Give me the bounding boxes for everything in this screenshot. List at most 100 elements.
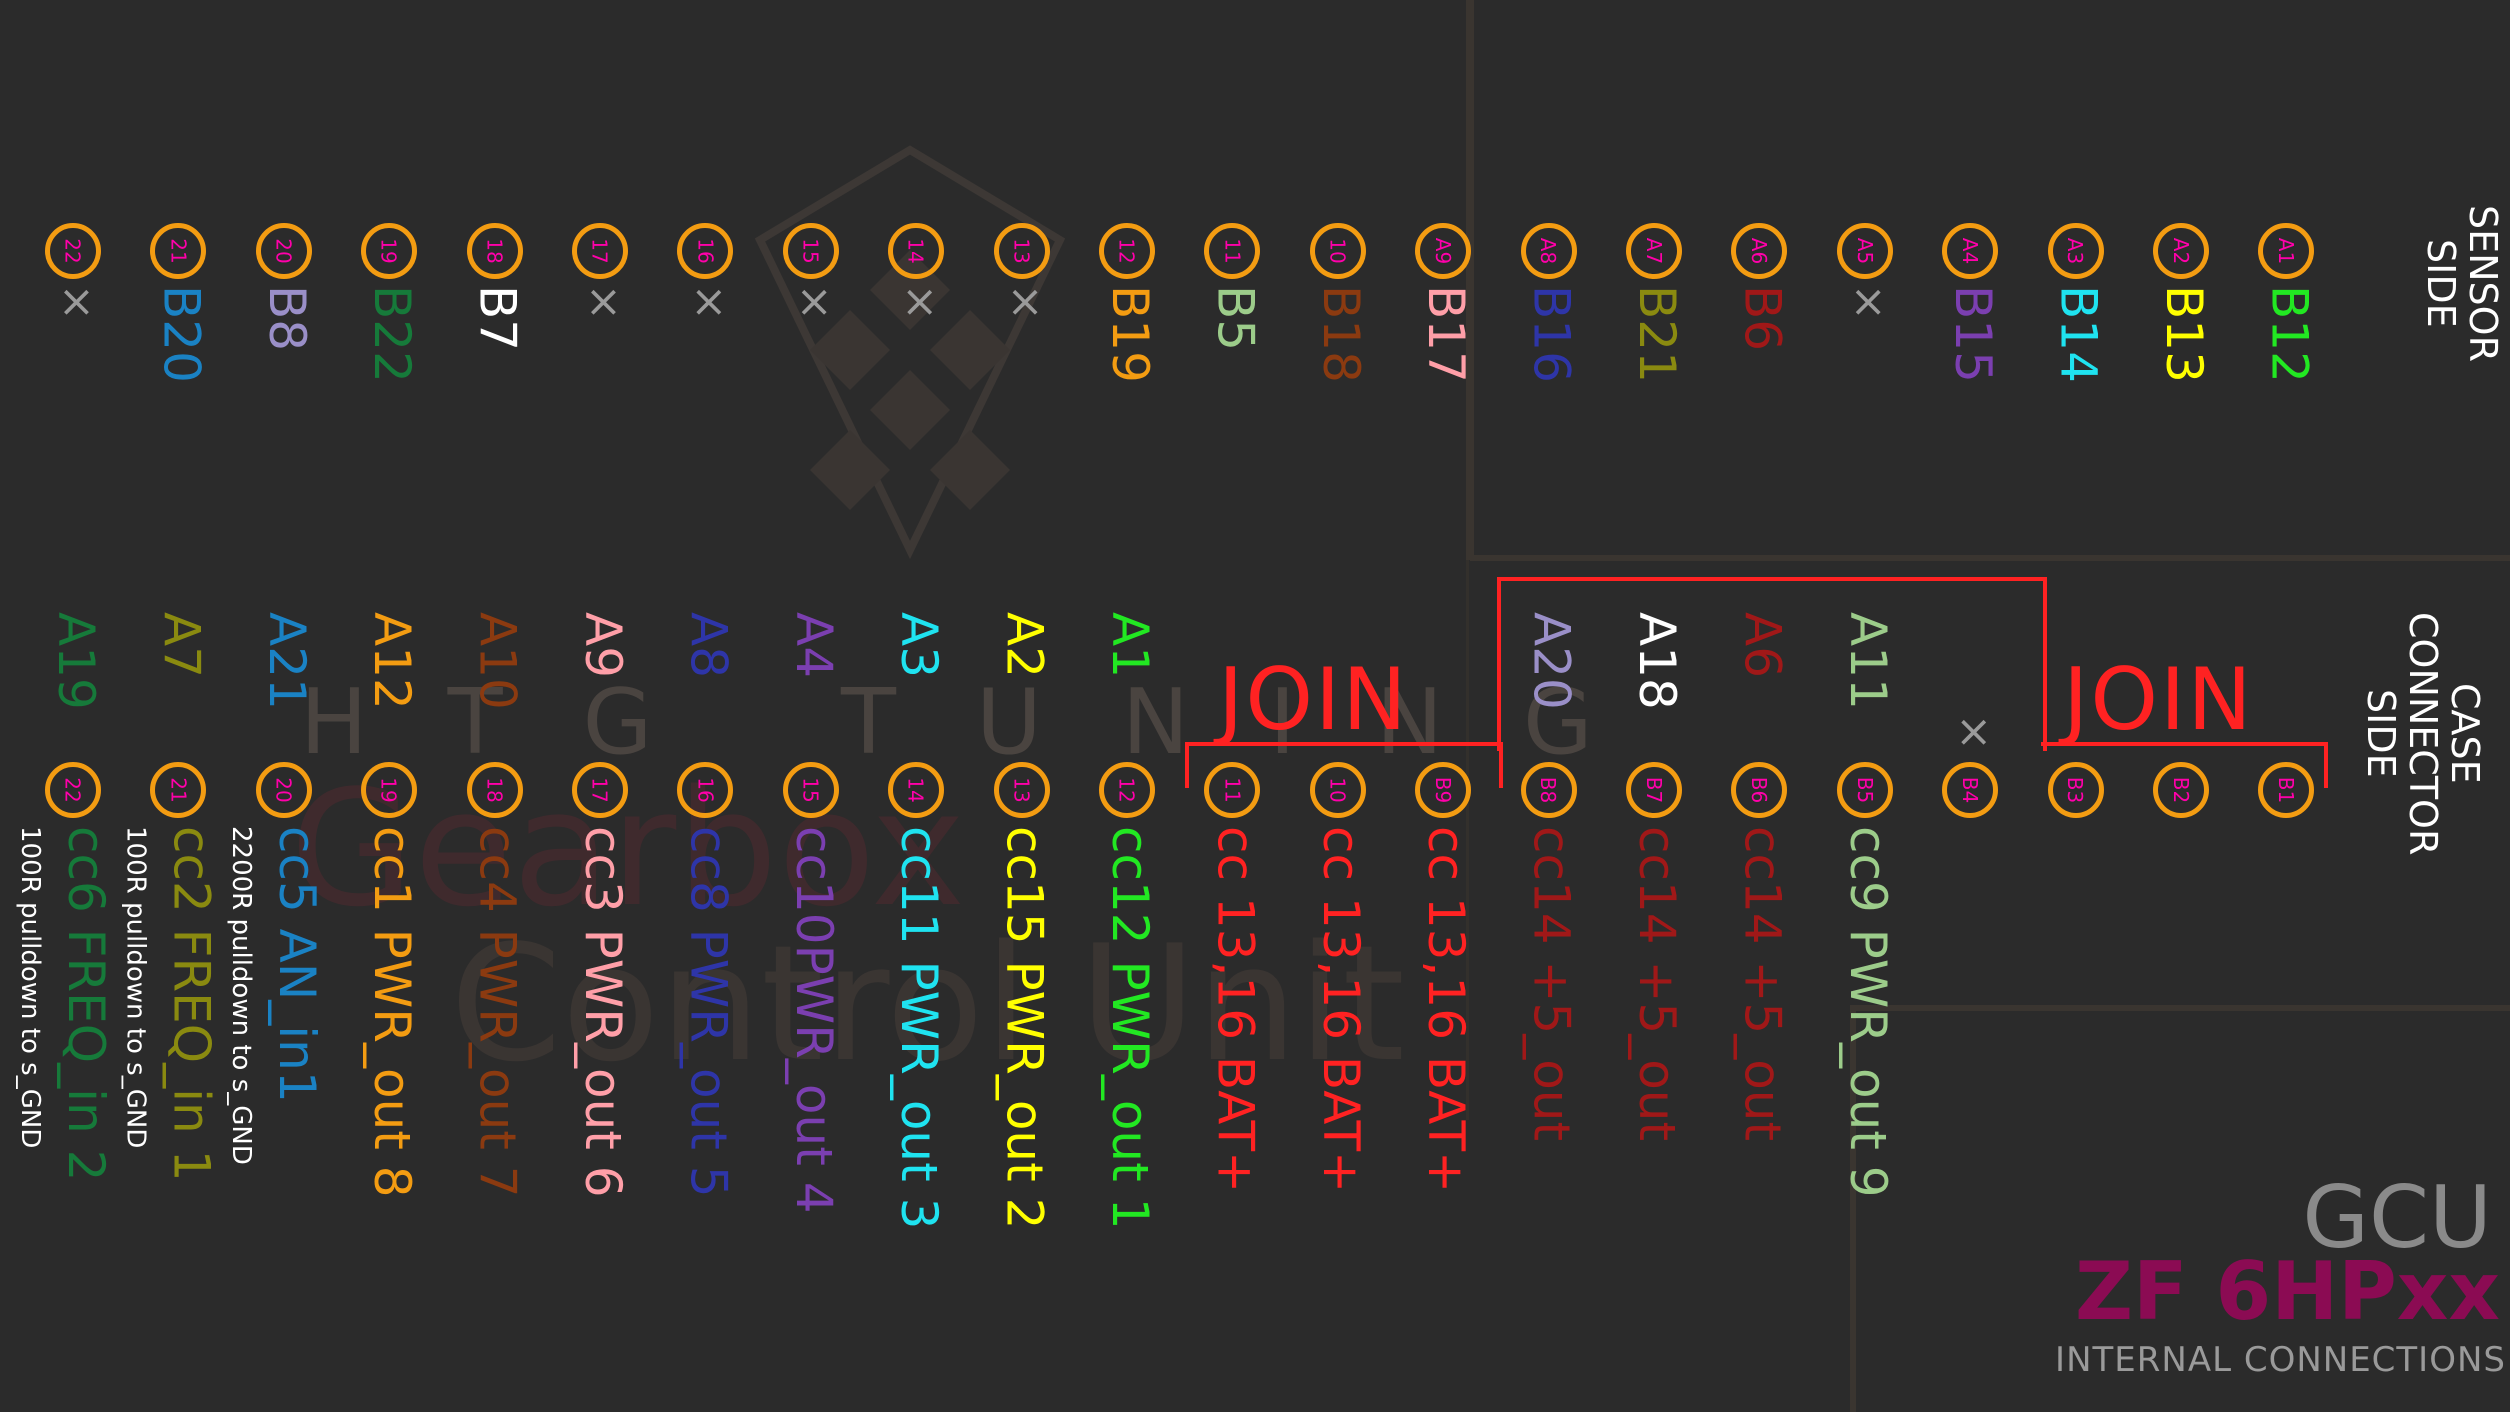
no-connection-icon: × (58, 276, 95, 327)
pin-number: A6 (1747, 237, 1772, 265)
case-pin-mapping: A2 (995, 612, 1054, 679)
case-pin-description: cc9 PWR_out 9 (1838, 826, 1897, 1198)
sensor-pin-mapping: B12 (2260, 285, 2319, 383)
bg-line-horizontal (1470, 555, 2510, 561)
pin-number: 18 (482, 238, 507, 264)
pin-number: 12 (1114, 238, 1139, 264)
sensor-pin-mapping: B5 (1206, 285, 1265, 352)
case-pin-note: 100R pulldown to s_GND (120, 826, 151, 1149)
case-pin-description: cc4 PWR_out 7 (468, 826, 527, 1198)
pin-b8: B8 (1520, 762, 1577, 818)
case-pin-description: cc 13,16 BAT+ (1417, 826, 1476, 1193)
pin-b19: 19 (361, 762, 418, 818)
pin-a10: 10 (1309, 223, 1366, 279)
pin-a21: 21 (150, 223, 207, 279)
pin-number: 14 (904, 238, 929, 264)
case-pin-description: cc6 FREQ_in 2 (57, 826, 115, 1182)
pin-a2: A2 (2153, 223, 2209, 279)
bg-line-horizontal-2 (1850, 1005, 2510, 1011)
case-pin-mapping: A12 (363, 612, 422, 710)
pin-b20: 20 (255, 762, 312, 818)
pin-number: 18 (482, 777, 507, 803)
pin-a17: 17 (572, 223, 628, 279)
join-frame-left (1185, 742, 1503, 788)
pin-a18: 18 (466, 223, 523, 279)
title-model: ZF 6HPxx (2075, 1245, 2500, 1338)
case-pin-mapping: A6 (1733, 612, 1792, 679)
no-connection-icon: × (901, 276, 939, 327)
watermark-logo-icon (754, 145, 1066, 560)
case-pin-note: 2200R pulldown to s_GND (225, 826, 256, 1165)
no-connection-icon: × (1006, 276, 1044, 327)
case-pin-description: cc14 +5_out (1733, 826, 1792, 1142)
bg-line-vertical-2 (1850, 1005, 1856, 1412)
pin-b5: B5 (1836, 762, 1893, 818)
pin-number: 15 (798, 238, 823, 264)
pin-b10: 10 (1309, 762, 1366, 818)
case-pin-description: cc2 FREQ_in 1 (162, 826, 221, 1182)
pin-b13: 13 (993, 762, 1050, 818)
pin-b4: B4 (1942, 762, 1999, 818)
sensor-pin-mapping: B8 (257, 285, 316, 352)
pin-a13: 13 (993, 223, 1050, 279)
pin-number: B5 (1852, 776, 1877, 804)
case-pin-mapping: A18 (1628, 612, 1686, 710)
sensor-pin-mapping: B6 (1733, 285, 1792, 352)
case-pin-description: cc11 PWR_out 3 (890, 826, 949, 1230)
pin-number: 13 (1009, 238, 1034, 264)
pin-number: 11 (1220, 777, 1245, 803)
pin-a20: 20 (255, 223, 312, 279)
pin-number: A1 (2274, 237, 2299, 265)
sensor-pin-mapping: B18 (1311, 285, 1370, 383)
bg-line-vertical (1466, 0, 1474, 560)
sensor-pin-mapping: B22 (363, 285, 422, 383)
pin-number: 11 (1220, 238, 1245, 264)
case-pin-mapping: A20 (1522, 612, 1581, 710)
pin-number: 19 (377, 238, 402, 264)
sensor-side-label: SENSOR SIDE (2419, 205, 2505, 362)
case-pin-mapping: A11 (1838, 612, 1897, 710)
watermark-brand: HTG TUNING (300, 670, 1673, 775)
pin-a16: 16 (677, 223, 734, 279)
case-pin-mapping: A9 (574, 612, 632, 679)
pin-number: 13 (1009, 777, 1034, 803)
pin-number: 15 (798, 777, 823, 803)
no-connection-icon: × (585, 276, 622, 327)
pin-number: 19 (377, 777, 402, 803)
case-pin-mapping: A3 (890, 612, 949, 679)
pin-number: 20 (271, 238, 296, 264)
pin-number: B9 (1431, 776, 1456, 804)
pin-a4: A4 (1942, 223, 1999, 279)
join-frame-right (2041, 742, 2328, 788)
sensor-pin-mapping: B16 (1522, 285, 1581, 383)
case-pin-description: cc14 +5_out (1522, 826, 1581, 1142)
pin-b22: 22 (45, 762, 101, 818)
pin-number: A7 (1642, 237, 1666, 265)
title-subtitle: INTERNAL CONNECTIONS (2055, 1340, 2506, 1380)
pin-number: 22 (60, 238, 85, 264)
pin-number: 12 (1114, 777, 1139, 803)
pin-number: 10 (1325, 238, 1350, 264)
pin-number: 21 (166, 777, 191, 803)
case-pin-description: cc 13,16 BAT+ (1206, 826, 1265, 1193)
pin-b6: B6 (1731, 762, 1788, 818)
sensor-pin-mapping: B7 (468, 285, 527, 352)
pin-b18: 18 (466, 762, 523, 818)
sensor-pin-mapping: B19 (1101, 285, 1159, 383)
pin-number: B8 (1536, 776, 1561, 804)
case-pin-mapping: A19 (47, 612, 105, 710)
pin-number: A5 (1852, 237, 1877, 265)
pin-b17: 17 (572, 762, 628, 818)
pin-a3: A3 (2047, 223, 2104, 279)
pin-number: A9 (1431, 237, 1456, 265)
pin-b16: 16 (677, 762, 734, 818)
no-connection-icon: × (690, 276, 728, 327)
pin-a7: A7 (1626, 223, 1682, 279)
pin-b15: 15 (782, 762, 839, 818)
sensor-pin-mapping: B21 (1628, 285, 1686, 383)
case-pin-note: 100R pulldown to s_GND (15, 826, 45, 1149)
pin-number: 16 (693, 777, 718, 803)
pin-number: 14 (904, 777, 929, 803)
case-pin-mapping: A21 (257, 612, 316, 710)
